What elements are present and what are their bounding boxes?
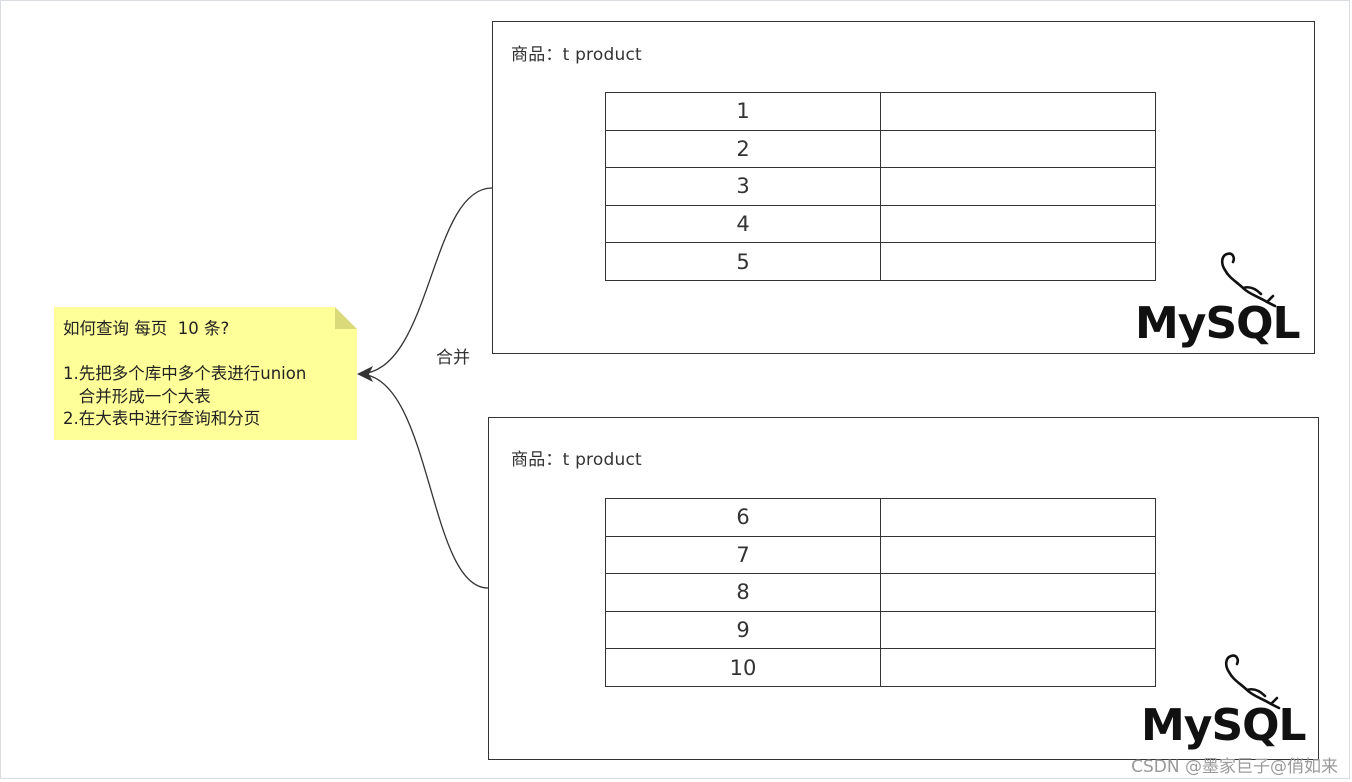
mysql-dolphin-icon — [1220, 252, 1277, 308]
mysql-logo-text: MySQL — [1135, 298, 1301, 349]
merge-label: 合并 — [436, 348, 470, 368]
value-cell — [880, 92, 1156, 131]
value-cell — [880, 610, 1156, 650]
connector-bottom — [359, 373, 489, 589]
id-cell: 8 — [605, 573, 881, 612]
mysql-logo-text: MySQL — [1141, 700, 1307, 751]
table-row: 9 — [605, 610, 1156, 650]
id-cell: 1 — [605, 92, 881, 131]
table-row: 3 — [605, 167, 1156, 206]
value-cell — [880, 498, 1156, 537]
value-cell — [880, 204, 1156, 244]
value-cell — [880, 242, 1156, 281]
id-cell: 5 — [605, 242, 881, 281]
table-row: 5 — [605, 242, 1156, 281]
id-cell: 3 — [605, 167, 881, 206]
id-cell: 7 — [605, 535, 881, 575]
table-row: 7 — [605, 535, 1156, 575]
value-cell — [880, 573, 1156, 612]
database-title: 商品：t product — [511, 450, 642, 470]
database-title: 商品：t product — [511, 45, 642, 65]
table-row: 4 — [605, 204, 1156, 244]
connector-top — [359, 187, 493, 375]
note-text: 如何查询 每页 10 条? 1.先把多个库中多个表进行union 合并形成一个大… — [63, 319, 307, 428]
mysql-dolphin-icon — [1224, 654, 1281, 710]
arrowhead-icon — [357, 366, 373, 382]
id-cell: 2 — [605, 129, 881, 169]
table-row: 1 — [605, 92, 1156, 131]
table-row: 2 — [605, 129, 1156, 169]
id-cell: 9 — [605, 610, 881, 650]
sticky-note: 如何查询 每页 10 条? 1.先把多个库中多个表进行union 合并形成一个大… — [54, 307, 357, 440]
id-cell: 6 — [605, 498, 881, 537]
value-cell — [880, 535, 1156, 575]
watermark: CSDN @墨家巨子@俏如来 — [1131, 757, 1338, 777]
value-cell — [880, 167, 1156, 206]
id-cell: 10 — [605, 648, 881, 687]
value-cell — [880, 648, 1156, 687]
value-cell — [880, 129, 1156, 169]
table-row: 10 — [605, 648, 1156, 687]
table-row: 6 — [605, 498, 1156, 537]
table-row: 8 — [605, 573, 1156, 612]
note-fold-corner — [335, 307, 357, 329]
id-cell: 4 — [605, 204, 881, 244]
